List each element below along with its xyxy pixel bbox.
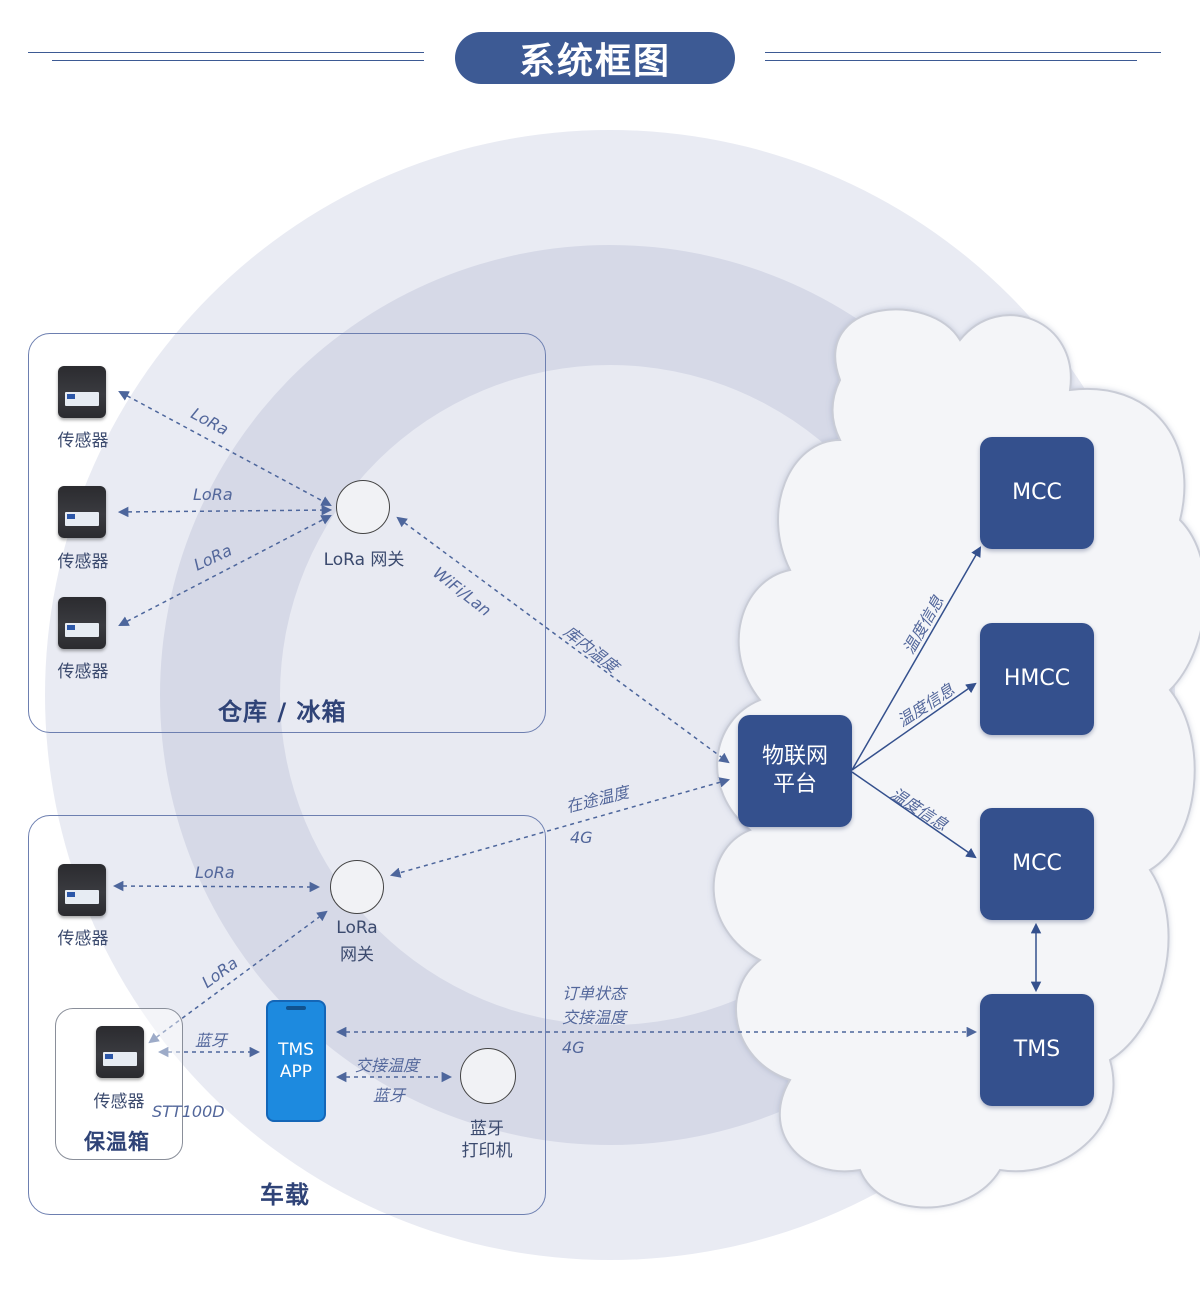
4g-label-tms: 4G (562, 1038, 585, 1057)
warehouse-region (28, 333, 546, 733)
link-iot-mcc-top (851, 546, 982, 771)
link-iot-mcc-bottom (851, 771, 977, 859)
handover-temp-link-label: 交接温度 (562, 1008, 627, 1027)
vehicle-lora-gateway (330, 860, 384, 914)
tms-app-label-2: APP (279, 1062, 313, 1082)
header-line-left-2 (52, 60, 424, 61)
vehicle-sensor-device (58, 864, 106, 916)
header-line-left-1 (28, 52, 424, 53)
vehicle-gateway-label-1: LoRa (336, 918, 378, 938)
vehicle-region-label: 车载 (260, 1181, 310, 1209)
tms-box[interactable]: TMS (980, 994, 1094, 1106)
cooler-box (55, 1008, 183, 1160)
warehouse-region-label: 仓库 / 冰箱 (218, 698, 347, 726)
iot-platform-line-1: 物联网 (761, 744, 828, 769)
4g-label-transit: 4G (570, 828, 593, 847)
vehicle-region (28, 815, 546, 1215)
mcc-top-box[interactable]: MCC (980, 437, 1094, 549)
iot-platform-label: 物联网 平台 (762, 743, 828, 799)
warehouse-gateway-label: LoRa 网关 (323, 550, 405, 570)
handover-temp-label: 交接温度 (355, 1056, 420, 1075)
bluetooth-label-cooler: 蓝牙 (195, 1031, 228, 1050)
warehouse-lora-gateway (336, 480, 390, 534)
vehicle-sensor-label: 传感器 (57, 929, 109, 949)
page-title: 系统框图 (455, 32, 735, 84)
hmcc-box[interactable]: HMCC (980, 623, 1094, 735)
link-iot-hmcc (851, 682, 977, 771)
sensor-label-2: 传感器 (57, 552, 109, 572)
printer-label-2: 打印机 (461, 1141, 513, 1161)
tms-app-label-1: TMS (278, 1040, 314, 1060)
vehicle-lora-label-1: LoRa (195, 863, 235, 882)
cooler-model-label: STT100D (152, 1102, 225, 1121)
bluetooth-printer (460, 1048, 516, 1104)
sensor-device-3 (58, 597, 106, 649)
cooler-sensor-device (96, 1026, 144, 1078)
vehicle-gateway-label-2: 网关 (340, 945, 374, 965)
sensor-device-2 (58, 486, 106, 538)
phone-notch (286, 1006, 306, 1010)
header-line-right-1 (765, 52, 1161, 53)
header-line-right-2 (765, 60, 1137, 61)
order-status-label: 订单状态 (562, 984, 627, 1003)
sensor-label-1: 传感器 (57, 431, 109, 451)
sensor-label-3: 传感器 (57, 662, 109, 682)
link-sensor2-gateway (117, 504, 333, 518)
sensor-device-1 (58, 366, 106, 418)
link-iot-vehicle-gateway (389, 777, 731, 878)
mcc-bottom-box[interactable]: MCC (980, 808, 1094, 920)
cooler-label: 保温箱 (84, 1130, 150, 1154)
cooler-sensor-label: 传感器 (93, 1092, 145, 1112)
iot-platform-box[interactable]: 物联网 平台 (738, 715, 852, 827)
tms-app-phone[interactable]: TMS APP (266, 1000, 326, 1122)
bluetooth-label-printer: 蓝牙 (373, 1086, 406, 1105)
link-vsensor-vgateway (112, 880, 321, 893)
lora-label-2: LoRa (193, 485, 233, 504)
iot-platform-line-2: 平台 (772, 772, 817, 797)
printer-label-1: 蓝牙 (470, 1119, 504, 1139)
